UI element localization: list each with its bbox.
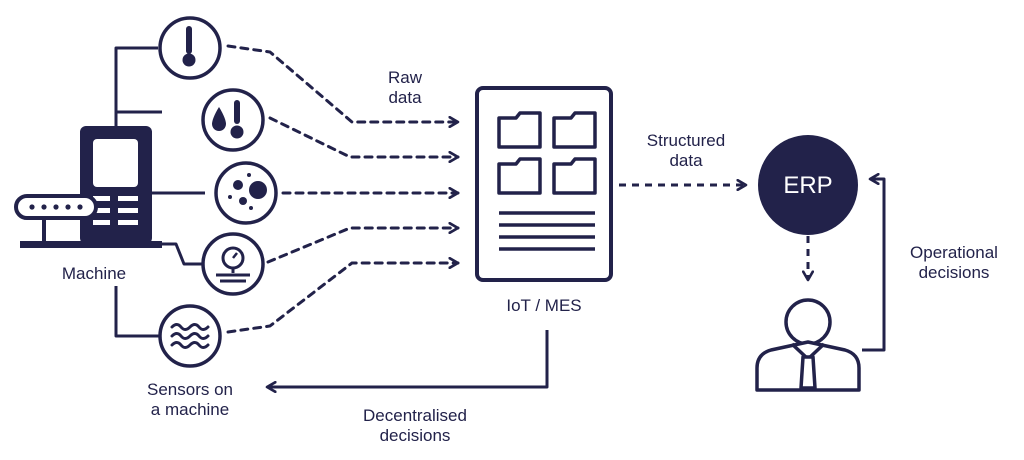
pressure-gauge-icon bbox=[201, 232, 265, 296]
operational-decisions-arrow bbox=[862, 179, 886, 352]
raw-data-arrows bbox=[226, 44, 460, 334]
machine-icon bbox=[14, 126, 162, 248]
person-icon bbox=[755, 298, 861, 392]
particles-icon bbox=[214, 161, 278, 225]
thermometer-icon bbox=[158, 16, 222, 80]
machine-label: Machine bbox=[61, 264, 127, 283]
erp-node bbox=[758, 135, 858, 235]
document-folders-icon bbox=[475, 86, 613, 282]
humidity-thermometer-icon bbox=[201, 88, 265, 152]
erp-label: ERP bbox=[783, 172, 833, 199]
decentralised-decisions-arrow bbox=[267, 330, 549, 387]
waves-icon bbox=[158, 304, 222, 368]
iot-mes-label: IoT / MES bbox=[506, 296, 582, 315]
machine-sensor-connectors bbox=[114, 46, 205, 338]
